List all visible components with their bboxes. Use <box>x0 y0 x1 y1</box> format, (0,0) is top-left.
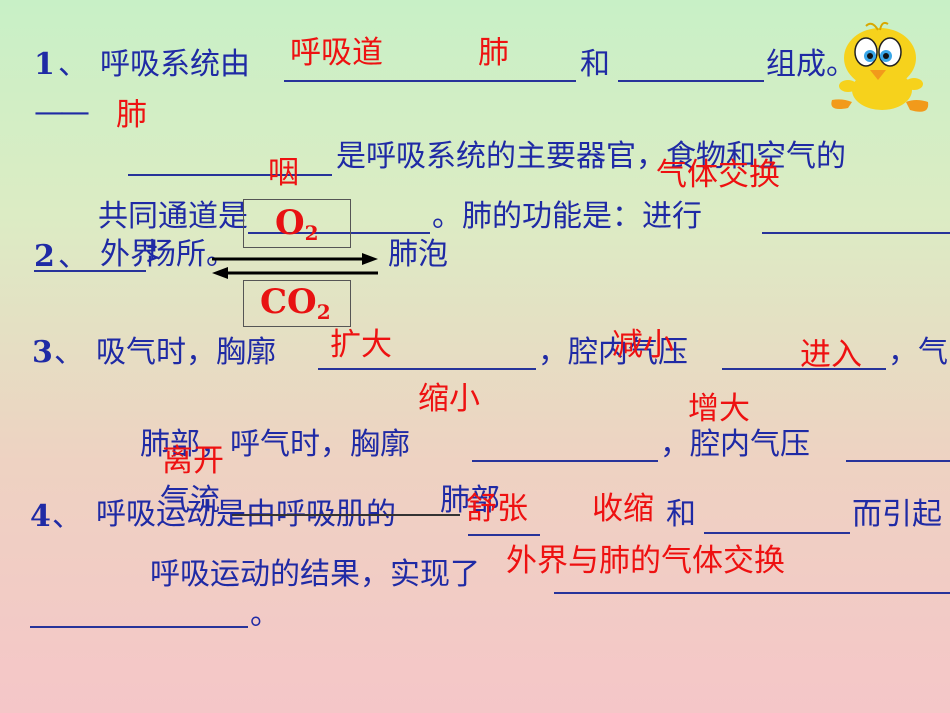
q4-answer-contract: 收缩 <box>592 491 654 527</box>
q4-number: 4 <box>30 499 51 534</box>
q3-text-pressure-2: ，腔内气压 <box>660 427 810 462</box>
q1-text-organ: 是呼吸系统的主要器官，食物和空气的 <box>336 139 846 174</box>
q4-text-cause: 而引起 <box>852 497 942 532</box>
q3-text-airflow: 气流 <box>160 483 220 518</box>
q3-answer-enter: 进入 <box>800 337 862 373</box>
q1-answer-respiratory-tract: 呼吸道 <box>290 35 383 71</box>
q3-blank-1 <box>318 368 536 370</box>
q4-blank-4 <box>30 626 248 628</box>
q1-answer-gas-exchange: 气体交换 <box>656 157 780 193</box>
q4-blank-3 <box>554 592 950 594</box>
q3-text-pressure: ，腔内气压 <box>538 335 688 370</box>
q1-blank-3 <box>128 174 332 176</box>
q1-text-function: 。肺的功能是：进行 <box>432 199 702 234</box>
q1-answer-pharynx: 咽 <box>268 155 299 191</box>
q1-text-passage: 共同通道是 <box>98 199 248 234</box>
q2-alveoli: 肺泡 <box>388 237 448 272</box>
q1-blank-1 <box>284 80 576 82</box>
arrow-right-icon <box>212 253 378 265</box>
q3-text-inhale: 吸气时，胸廓 <box>96 335 276 370</box>
q3-blank-3 <box>472 460 658 462</box>
q3-number: 3 <box>32 335 53 370</box>
q1-text-a: 呼吸系统由 <box>100 47 250 82</box>
q3-blank-2 <box>722 368 886 370</box>
q3-sep: 、 <box>54 335 84 370</box>
q1-blank-2 <box>618 80 764 82</box>
arrow-left-icon <box>212 267 378 279</box>
q4-blank-1 <box>468 534 540 536</box>
q4-text-and: 和 <box>666 497 696 532</box>
q1-answer-lung: 肺 <box>478 35 509 71</box>
q3-text-lungs: 肺部 <box>440 483 500 518</box>
q4-strike <box>232 514 460 516</box>
q3-answer-shrink: 缩小 <box>418 381 480 417</box>
co2-box <box>243 280 351 327</box>
q3-answer-increase: 增大 <box>688 391 750 427</box>
q4-sep: 、 <box>52 499 82 534</box>
q1-number: 1 <box>34 47 55 82</box>
q1-blank-5 <box>762 232 950 234</box>
q1-sep: 、 <box>58 47 88 82</box>
o2-box <box>243 199 351 248</box>
q4-answer-relax: 舒张 <box>466 491 528 527</box>
carbon-dioxide-label: CO2 <box>260 282 331 324</box>
q1-dash: —— <box>34 95 90 130</box>
q2-number: 2 <box>34 239 55 274</box>
q4-text-result: 呼吸运动的结果，实现了 <box>150 557 480 592</box>
q4-answer-exchange: 外界与肺的气体交换 <box>506 543 785 579</box>
q2-text-place: 场所。 <box>146 237 236 272</box>
q1-blank-4 <box>248 232 430 234</box>
q3-text-exhale: 肺部，呼气时，胸廓 <box>140 427 410 462</box>
q1-answer-lung-2: 肺 <box>116 97 147 133</box>
oxygen-label: O2 <box>275 203 319 245</box>
q3-blank-4 <box>846 460 950 462</box>
q3-answer-expand: 扩大 <box>330 327 392 363</box>
q4-period: 。 <box>250 597 280 632</box>
cartoon-bird-icon <box>831 21 929 112</box>
q1-text-b: 和 <box>580 47 610 82</box>
q3-text-air: ，气 <box>888 335 948 370</box>
q2-blank <box>34 270 146 272</box>
q3-answer-decrease: 减小 <box>612 327 674 363</box>
q4-blank-2 <box>704 532 850 534</box>
q3-answer-leave: 离开 <box>162 443 224 479</box>
q2-text-outside: 外界 <box>100 237 160 272</box>
q2-sep: 、 <box>58 239 88 274</box>
